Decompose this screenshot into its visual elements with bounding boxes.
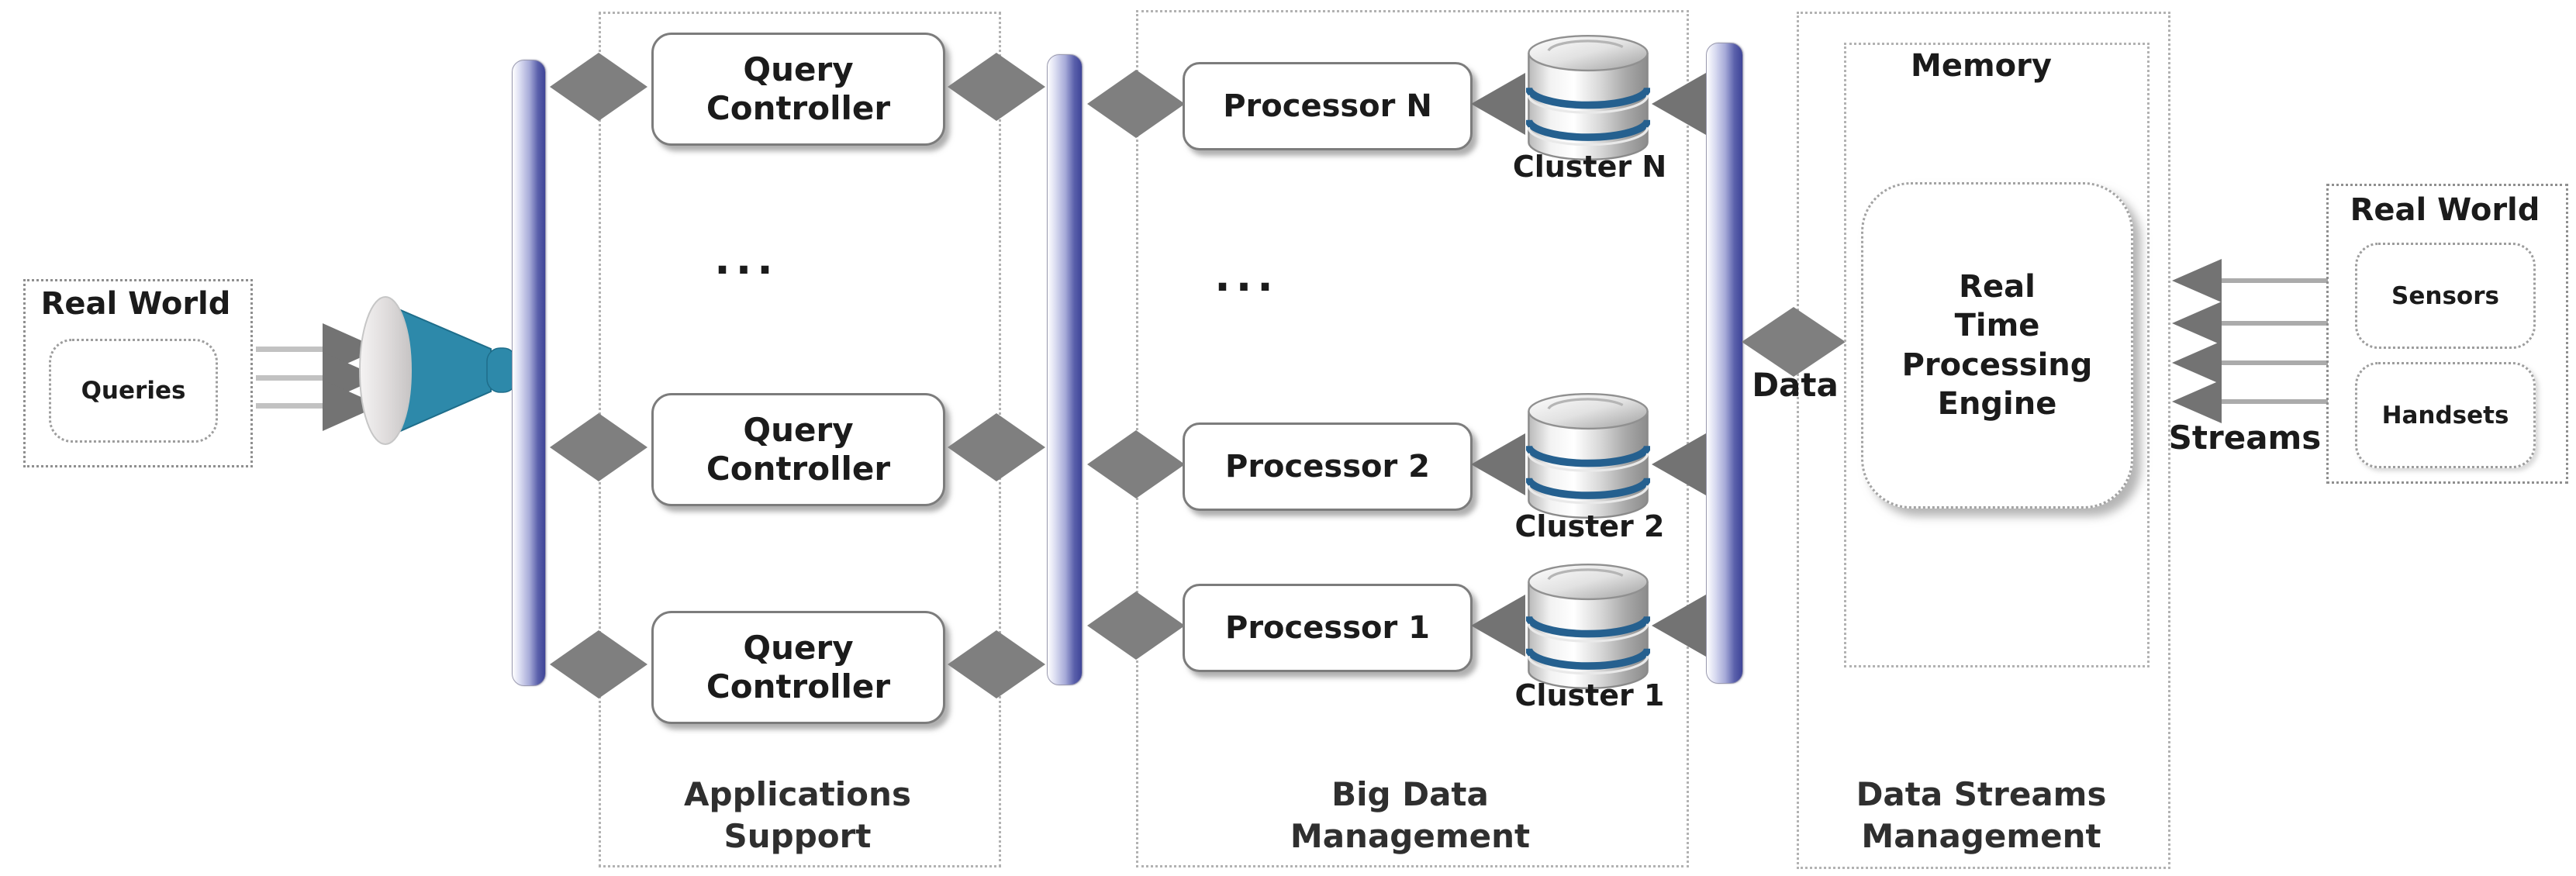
memory-box (1844, 43, 2150, 667)
streams-label: Streams (2168, 419, 2322, 457)
handsets-label: Handsets (2381, 401, 2509, 429)
cluster-db-icon (1526, 391, 1650, 520)
sensors-label: Sensors (2391, 281, 2499, 310)
stream-arrow-head-icon (2172, 259, 2222, 302)
stream-arrow-head-icon (2172, 380, 2222, 423)
data-label: Data (1752, 366, 1839, 404)
cluster-label: Cluster 1 (1514, 678, 1665, 712)
engine-label-line: Engine (1937, 385, 2057, 422)
cluster-label: Cluster N (1512, 150, 1667, 184)
engine-label-line: Time (1954, 308, 2040, 344)
sensors-box: Sensors (2355, 243, 2536, 349)
cluster-db-icon (1526, 562, 1650, 691)
query-controller-label: Query Controller (706, 629, 891, 705)
processor-box: Processor N (1183, 62, 1473, 150)
stream-arrow-head-icon (2172, 341, 2222, 385)
right-real-world-box: Real World Sensors Handsets (2326, 184, 2568, 484)
processor-label: Processor 1 (1225, 610, 1430, 646)
applications-support-label: Applications Support (684, 775, 911, 855)
cluster-db-icon (1526, 33, 1650, 162)
funnel-icon (359, 296, 517, 445)
right-real-world-title: Real World (2350, 192, 2540, 228)
engine-label-line: Processing (1901, 347, 2093, 383)
processor-label: Processor 2 (1225, 449, 1430, 485)
controllers-ellipsis: ... (714, 235, 779, 284)
query-arrow-shaft (256, 403, 324, 409)
query-controller-label: Query Controller (706, 411, 891, 488)
bus-right (1706, 43, 1743, 684)
bus-left (512, 60, 546, 686)
query-controller-box: Query Controller (651, 33, 945, 146)
processor-label: Processor N (1223, 88, 1432, 124)
stream-arrow-shaft (2220, 360, 2328, 365)
left-real-world-title: Real World (40, 286, 231, 322)
stream-arrow-head-icon (2172, 302, 2222, 345)
stream-arrow-shaft (2220, 399, 2328, 404)
query-controller-box: Query Controller (651, 393, 945, 506)
cluster-label: Cluster 2 (1514, 509, 1665, 543)
query-controller-box: Query Controller (651, 611, 945, 724)
stream-arrow-shaft (2220, 321, 2328, 326)
real-time-processing-engine-box: Real Time Processing Engine (1861, 182, 2133, 509)
processor-box: Processor 2 (1183, 422, 1473, 511)
bus-middle (1047, 54, 1083, 685)
processor-box: Processor 1 (1183, 584, 1473, 672)
big-data-management-label: Big Data Management (1290, 775, 1531, 855)
query-arrow-shaft (256, 375, 324, 381)
engine-label-line: Real (1959, 268, 2036, 305)
queries-box: Queries (49, 339, 218, 443)
queries-label: Queries (81, 377, 186, 405)
left-real-world-box: Real World Queries (23, 279, 253, 467)
data-streams-management-label: Data Streams Management (1856, 775, 2107, 855)
query-controller-label: Query Controller (706, 50, 891, 127)
stream-arrow-shaft (2220, 278, 2328, 283)
query-arrow-shaft (256, 347, 324, 352)
handsets-box: Handsets (2355, 362, 2536, 468)
processors-ellipsis: ... (1214, 252, 1279, 301)
data-streams-management-box (1797, 12, 2170, 869)
memory-label: Memory (1911, 48, 2052, 84)
